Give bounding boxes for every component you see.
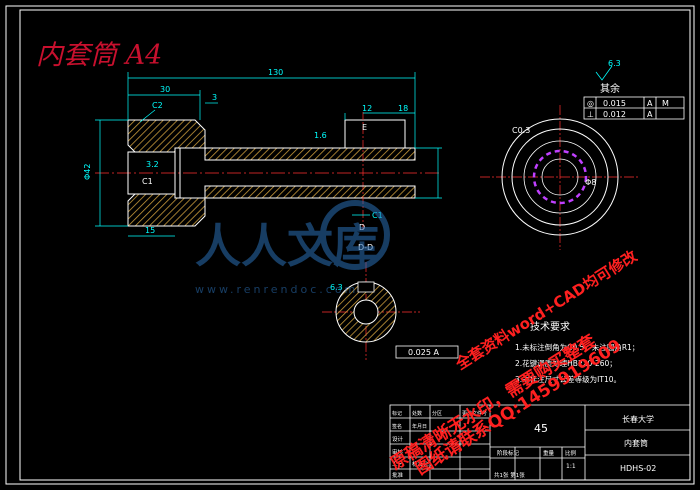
chamfer-c2: C2 [152, 101, 163, 110]
dim-dia-42: Φ42 [83, 164, 92, 180]
tech-item-3: 3.未标注尺寸公差等级为IT10。 [515, 374, 621, 384]
tol-row2-val: 0.012 [603, 110, 626, 119]
spline-end-view [480, 105, 640, 250]
spline-profile [532, 149, 588, 205]
rest-label: 其余 [600, 82, 620, 95]
dim-30: 30 [160, 85, 170, 94]
title-block-grid [389, 404, 691, 481]
dim-15: 15 [145, 226, 155, 235]
main-dimensions [95, 72, 442, 237]
promo-overlay: 原稿清晰无水印，需要购买整套 图纸请联系QQ:1459919609 全套资料wo… [387, 246, 641, 479]
spline-dim-texts: C0.3 Φ8 其余 6.3 [512, 59, 621, 187]
section-de-title: D-D [358, 243, 373, 252]
school: 长春大学 [622, 414, 654, 424]
rough-1-6: 1.6 [314, 131, 327, 140]
watermark: 人人文库 www.renrendoc.com [195, 200, 390, 296]
flange-upper-section [127, 119, 206, 153]
tol-row1-sym: ◎ [587, 99, 594, 108]
dim-18: 18 [398, 104, 408, 113]
shaft-lower-wall [204, 185, 416, 199]
spline-chamfer: C0.3 [512, 126, 530, 135]
row-label-3: 分区 [432, 410, 442, 417]
drawing-title: 内套筒 A4 [36, 40, 162, 71]
drawing-no: HDHS-02 [620, 464, 656, 473]
section-tol: 0.025 A [408, 348, 439, 357]
sheet: 共1张 第1张 [494, 471, 525, 479]
watermark-logo-icon [320, 200, 390, 270]
row-label-2: 处数 [412, 410, 422, 417]
rough-6-3-section: 6.3 [330, 283, 343, 292]
role-standard: 标准化 [412, 460, 429, 468]
outer-frame [5, 5, 695, 485]
spline-dia: Φ8 [585, 178, 596, 187]
section-tolerance-frame [395, 345, 459, 359]
dim-overall-length: 130 [268, 68, 283, 77]
rough-3-2: 3.2 [146, 160, 159, 169]
tech-requirements: 技术要求 1.未标注倒角为C0.5，未注圆角R1； 2.花键调质处理HB220-… [515, 320, 639, 384]
scale-label: 比例 [565, 449, 577, 457]
role-review: 审核 [392, 448, 404, 456]
section-d-label: D [359, 223, 365, 232]
title-block-texts: 45 长春大学 内套筒 HDHS-02 1:1 阶段标记 重量 比例 共1张 第… [392, 410, 656, 479]
chamfer-c1: C1 [142, 177, 153, 186]
part-name: 内套筒 [624, 438, 648, 448]
row-label-5: 签名 [392, 423, 402, 430]
dim-12: 12 [362, 104, 372, 113]
rough-6-3-top: 6.3 [608, 59, 621, 68]
weight-label: 重量 [543, 449, 555, 457]
watermark-brand: 人人文库 [195, 219, 379, 273]
tol-row1-d1: A [647, 99, 653, 108]
tech-item-1: 1.未标注倒角为C0.5，未注圆角R1； [515, 342, 639, 352]
shaft-upper-wall [204, 147, 416, 161]
watermark-url: www.renrendoc.com [195, 283, 358, 296]
material: 45 [534, 422, 548, 435]
tolerance-frame: ◎ 0.015 A M ⊥ 0.012 A [583, 96, 685, 120]
tol-row2-sym: ⊥ [587, 110, 594, 119]
scale: 1:1 [566, 463, 576, 470]
section-texts: D-D 6.3 0.025 A [330, 243, 439, 357]
section-e-label: E [362, 123, 367, 132]
section-view-d [322, 262, 459, 360]
tol-row1-d2: M [662, 99, 669, 108]
tol-row1-val: 0.015 [603, 99, 626, 108]
roughness-symbol-top [595, 65, 613, 81]
tol-row2-d1: A [647, 110, 653, 119]
row-label-4: 更改文件号 [462, 410, 487, 417]
row-label-6: 年月日 [412, 423, 427, 430]
promo-line-2: 图纸请联系QQ:1459919609 [412, 335, 626, 479]
role-process: 工艺 [392, 461, 404, 468]
inner-frame [19, 9, 691, 481]
stage-label: 阶段标记 [497, 449, 520, 457]
role-approve: 批准 [392, 471, 404, 479]
dim-3: 3 [212, 93, 217, 102]
main-view [95, 112, 440, 230]
keyway-outline [344, 119, 406, 149]
row-label-1: 标记 [392, 410, 402, 417]
outer-circle [501, 118, 619, 236]
role-design: 设计 [392, 435, 404, 443]
flange-lower-section [127, 193, 206, 227]
tech-heading: 技术要求 [530, 320, 570, 333]
tech-item-2: 2.花键调质处理HB220-260； [515, 358, 617, 368]
